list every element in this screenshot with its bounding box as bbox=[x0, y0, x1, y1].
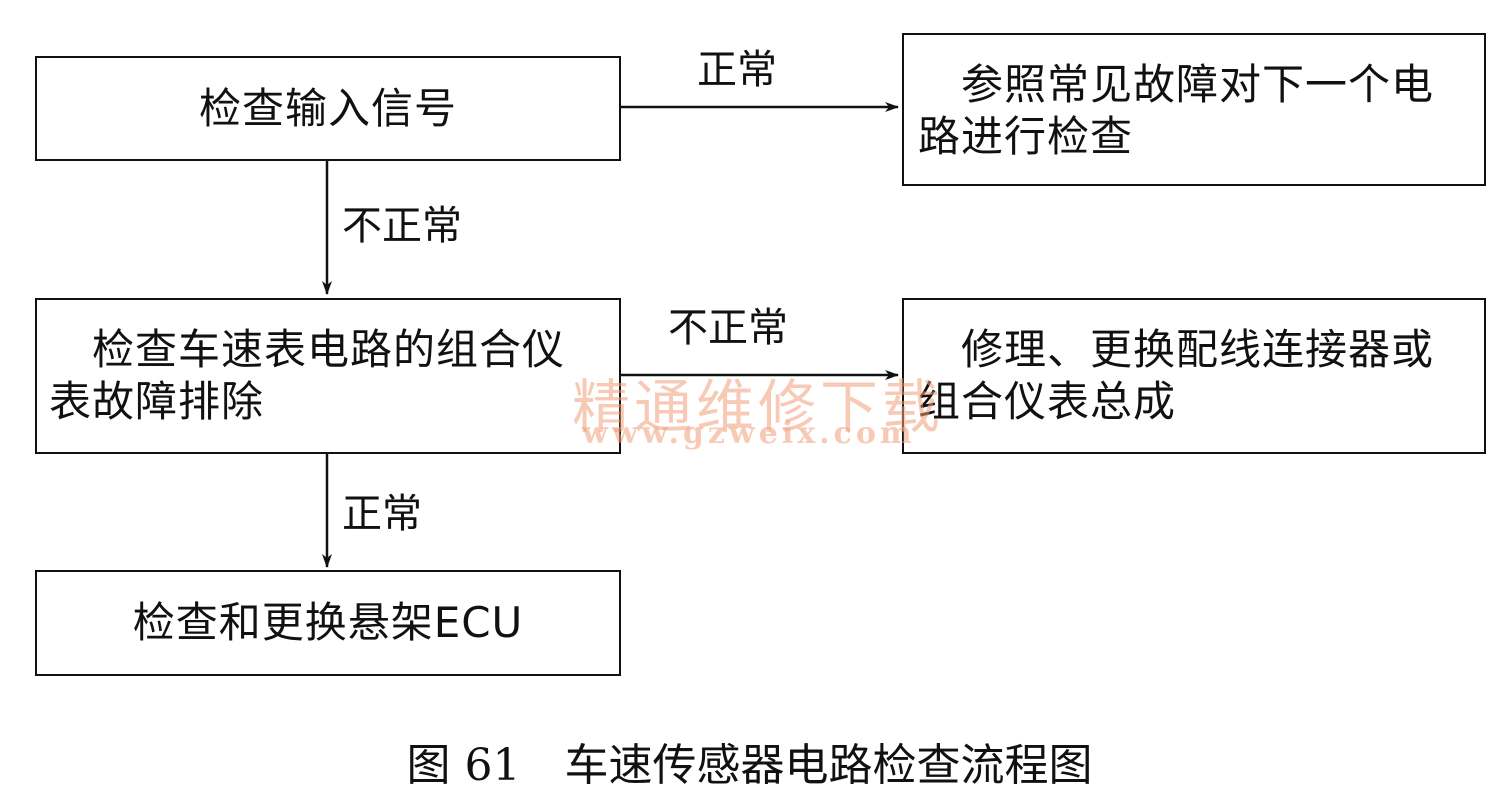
label-abnormal-left: 不正常 bbox=[342, 203, 462, 249]
check-meter-circuit-box: 检查车速表电路的组合仪 表故障排除 bbox=[35, 298, 621, 454]
replace-ecu-box: 检查和更换悬架ECU bbox=[35, 570, 621, 676]
check-next-circuit-text: 参照常见故障对下一个电 路进行检查 bbox=[918, 60, 1435, 161]
figure-caption: 图 61 车速传感器电路检查流程图 bbox=[406, 740, 1093, 791]
check-input-signal-text: 检查输入信号 bbox=[198, 83, 457, 133]
check-meter-circuit-text: 检查车速表电路的组合仪 表故障排除 bbox=[49, 325, 566, 426]
watermark-text: 精通维修下载 bbox=[572, 373, 945, 441]
label-abnormal-mid: 不正常 bbox=[668, 305, 788, 351]
repair-replace-box: 修理、更换配线连接器或 组合仪表总成 bbox=[902, 298, 1486, 454]
replace-ecu-text: 检查和更换悬架ECU bbox=[132, 598, 524, 647]
label-normal-top: 正常 bbox=[697, 47, 777, 93]
check-input-signal-box: 检查输入信号 bbox=[35, 56, 621, 161]
check-next-circuit-box: 参照常见故障对下一个电 路进行检查 bbox=[902, 33, 1486, 186]
repair-replace-text: 修理、更换配线连接器或 组合仪表总成 bbox=[918, 325, 1435, 426]
watermark-url: www.gzweix.com bbox=[582, 416, 916, 451]
label-normal-bottom: 正常 bbox=[342, 491, 422, 537]
